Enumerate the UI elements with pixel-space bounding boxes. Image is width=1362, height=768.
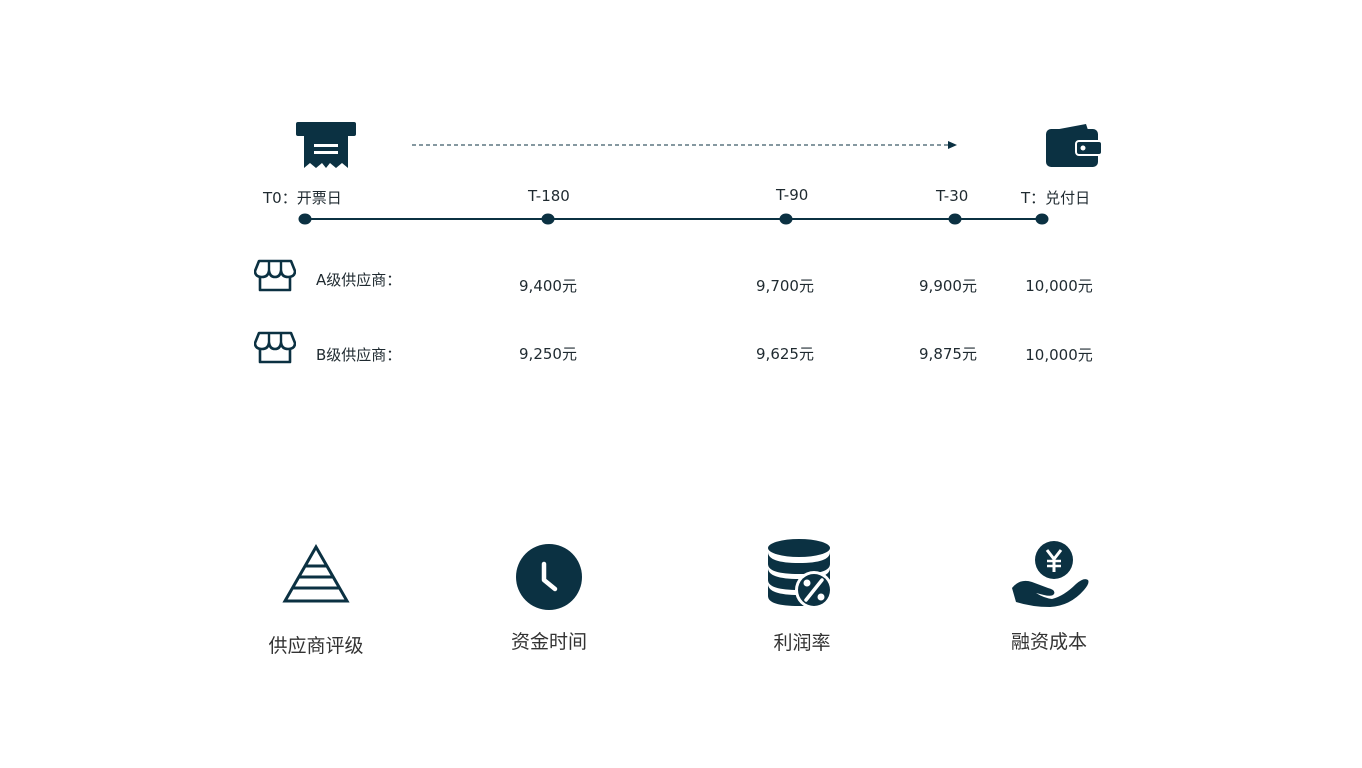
- hand-yen-icon: [1010, 540, 1090, 610]
- supplier-a-value-t: 10,000元: [1025, 277, 1093, 295]
- supplier-b-value-t30: 9,875元: [919, 345, 977, 363]
- timeline-label-t90: T-90: [776, 186, 809, 204]
- timeline-label-t30: T-30: [936, 187, 969, 205]
- coins-percent-icon: [766, 538, 836, 610]
- clock-icon: [515, 543, 583, 611]
- factor-label-capital-time: 资金时间: [510, 631, 587, 653]
- store-icon: [254, 259, 296, 293]
- timeline-dot-t180: [541, 213, 555, 225]
- timeline-dot-t90: [779, 213, 793, 225]
- supplier-b-value-t90: 9,625元: [756, 345, 814, 363]
- supplier-a-value-t180: 9,400元: [519, 277, 577, 295]
- timeline-dot-t0: [298, 213, 312, 225]
- supplier-b-value-t180: 9,250元: [519, 345, 577, 363]
- store-icon: [254, 331, 296, 365]
- supplier-a-label: A级供应商：: [316, 271, 402, 289]
- pyramid-icon: [282, 544, 350, 604]
- flow-arrow: [412, 139, 960, 151]
- timeline-dot-t30: [948, 213, 962, 225]
- timeline-label-t0: T0：开票日: [263, 189, 342, 207]
- supplier-b-label: B级供应商：: [316, 346, 402, 364]
- factor-label-supplier-rating: 供应商评级: [268, 635, 364, 657]
- wallet-icon: [1046, 124, 1102, 168]
- factor-label-financing-cost: 融资成本: [1010, 631, 1087, 653]
- timeline-label-t: T：兑付日: [1021, 189, 1091, 207]
- timeline-dot-t: [1035, 213, 1049, 225]
- factor-label-profit-rate: 利润率: [773, 632, 831, 654]
- invoice-icon: [296, 122, 356, 168]
- supplier-a-value-t30: 9,900元: [919, 277, 977, 295]
- timeline-label-t180: T-180: [528, 187, 570, 205]
- supplier-a-value-t90: 9,700元: [756, 277, 814, 295]
- supplier-b-value-t: 10,000元: [1025, 346, 1093, 364]
- timeline: [296, 211, 1052, 227]
